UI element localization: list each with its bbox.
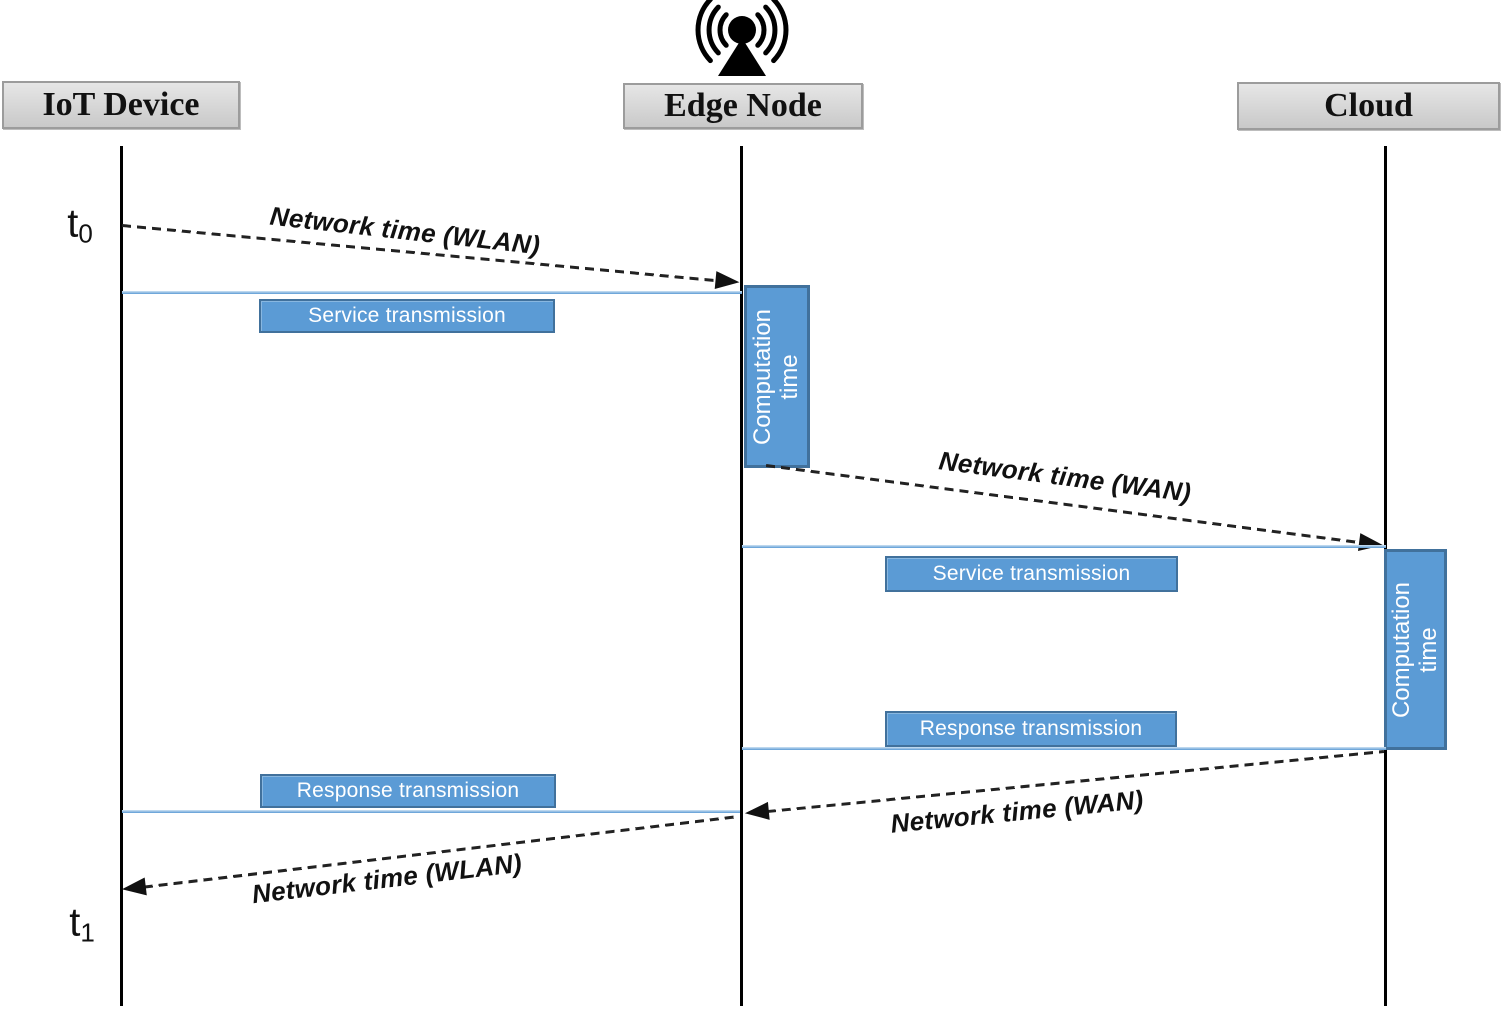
computation-time-label-edge: Computation time bbox=[749, 308, 803, 445]
transmission-line-edge-cloud bbox=[742, 545, 1386, 548]
time-marker-t1: t1 bbox=[69, 901, 95, 946]
t0-subscript: 0 bbox=[78, 218, 93, 249]
actor-header-edge-node: Edge Node bbox=[623, 83, 863, 129]
transmission-line-cloud-edge bbox=[742, 747, 1386, 750]
transmission-line-iot-edge bbox=[122, 291, 742, 294]
transmission-line-edge-iot bbox=[122, 810, 740, 813]
t1-base: t bbox=[69, 900, 81, 945]
arrowhead-right-icon bbox=[714, 271, 741, 292]
t1-subscript: 1 bbox=[80, 917, 95, 948]
service-transmission-box-iot-edge: Service transmission bbox=[259, 299, 555, 333]
arrowhead-left-icon bbox=[744, 801, 770, 823]
computation-time-label-cloud: Computation time bbox=[1387, 581, 1442, 718]
actor-header-iot-device: IoT Device bbox=[2, 81, 240, 129]
computation-time-block-edge: Computation time bbox=[744, 285, 810, 468]
t0-base: t bbox=[67, 201, 79, 246]
label-network-time-wan-request: Network time (WAN) bbox=[937, 445, 1193, 508]
actor-header-cloud: Cloud bbox=[1237, 82, 1500, 130]
response-transmission-box-edge-iot: Response transmission bbox=[260, 774, 556, 808]
arrowhead-left-icon bbox=[120, 877, 147, 899]
time-marker-t0: t0 bbox=[67, 202, 93, 247]
lifeline-edge-node bbox=[740, 146, 743, 1006]
arrowhead-right-icon bbox=[1357, 533, 1385, 555]
lifeline-iot-device bbox=[120, 146, 123, 1006]
wireless-antenna-icon bbox=[657, 0, 827, 82]
label-network-time-wan-response: Network time (WAN) bbox=[889, 784, 1145, 839]
response-transmission-box-cloud-edge: Response transmission bbox=[885, 711, 1177, 747]
service-transmission-box-edge-cloud: Service transmission bbox=[885, 556, 1178, 592]
computation-time-block-cloud: Computation time bbox=[1384, 549, 1447, 750]
